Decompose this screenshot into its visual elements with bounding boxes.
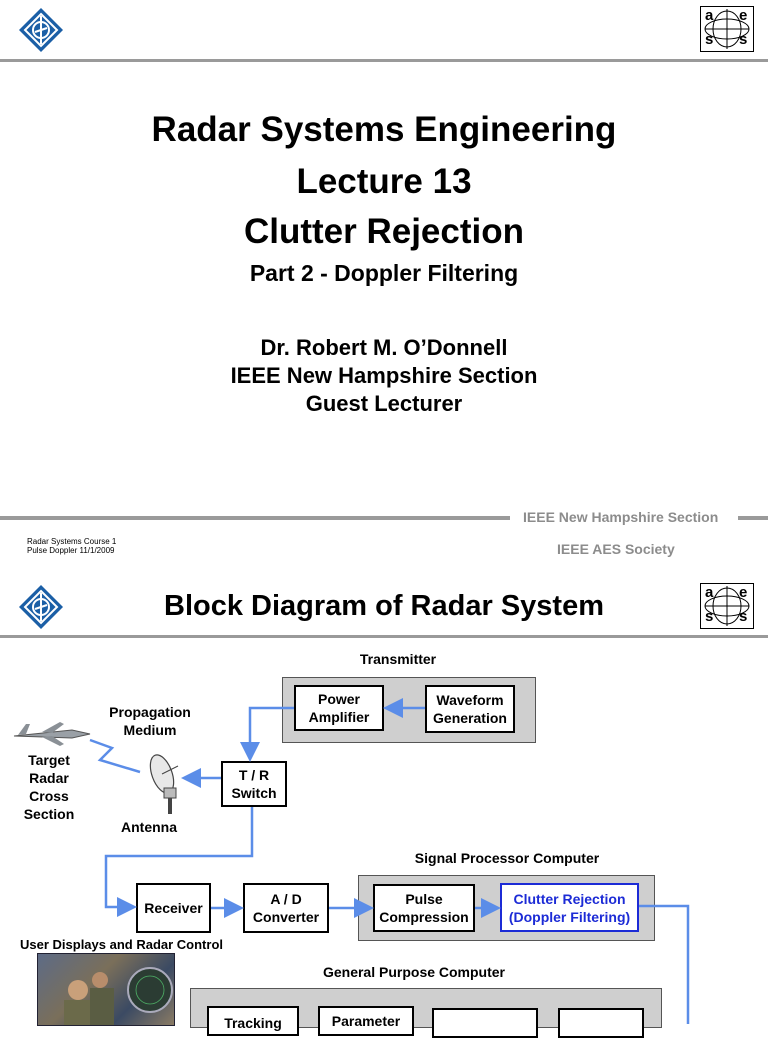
footer-course: Radar Systems Course 1 [27, 537, 117, 546]
signal-processor-label: Signal Processor Computer [414, 850, 600, 866]
box-text: Clutter Rejection [513, 890, 626, 907]
clutter-rejection-box: Clutter Rejection (Doppler Filtering) [500, 883, 639, 932]
aircraft-icon [13, 722, 91, 746]
title-line-2: Lecture 13 [296, 162, 472, 201]
box-text: Generation [433, 710, 507, 726]
transmitter-label: Transmitter [359, 651, 437, 667]
affiliation: IEEE New Hampshire Section [230, 363, 538, 388]
ieee-logo-icon [19, 8, 63, 52]
receiver-box: Receiver [136, 883, 211, 933]
label-line: Radar [29, 770, 69, 786]
box-text: Switch [231, 785, 277, 801]
tr-switch-box: T / R Switch [221, 761, 287, 807]
box-text: A / D [270, 891, 302, 907]
target-rcs-label: Target Radar Cross Section [10, 751, 88, 823]
ad-converter-box: A / D Converter [243, 883, 329, 933]
general-purpose-label: General Purpose Computer [322, 964, 506, 980]
label-line: Cross [29, 788, 69, 804]
aess-letter: a [705, 584, 714, 601]
header-rule [0, 59, 768, 62]
box-text: Amplifier [308, 709, 370, 725]
power-amplifier-box: Power Amplifier [294, 685, 384, 731]
waveform-generation-box: Waveform Generation [425, 685, 515, 733]
box-text: Waveform [436, 692, 504, 708]
footer-rule-left [0, 516, 510, 520]
footer-org-2: IEEE AES Society [557, 541, 675, 557]
label-line: Medium [123, 722, 177, 738]
footer-date: Pulse Doppler 11/1/2009 [27, 546, 115, 555]
title-line-1: Radar Systems Engineering [151, 110, 617, 149]
slide-2-title: Block Diagram of Radar System [164, 590, 604, 622]
aess-logo-icon: a e s s [700, 583, 754, 629]
box-text: T / R [238, 767, 270, 783]
box-text: Pulse [405, 891, 443, 907]
role: Guest Lecturer [305, 391, 463, 416]
control-room-photo [37, 953, 175, 1026]
propagation-medium-label: Propagation Medium [100, 703, 200, 739]
pulse-compression-box: Pulse Compression [373, 884, 475, 932]
aess-letter: a [705, 7, 714, 24]
aess-letter: s [739, 31, 748, 48]
user-displays-label: User Displays and Radar Control [20, 937, 223, 952]
aess-letter: s [705, 608, 714, 625]
label-line: Target [28, 752, 70, 768]
box-text: Power [317, 691, 360, 707]
subtitle: Part 2 - Doppler Filtering [249, 260, 519, 286]
antenna-label: Antenna [121, 819, 177, 835]
footer-org-1: IEEE New Hampshire Section [523, 509, 719, 525]
ieee-logo-icon [19, 585, 63, 629]
footer-rule-right [738, 516, 768, 520]
box-text: Compression [379, 909, 469, 925]
aess-letter: s [739, 608, 748, 625]
label-line: Section [23, 806, 75, 822]
author: Dr. Robert M. O’Donnell [260, 335, 508, 360]
aess-letter: e [739, 584, 748, 601]
aess-letter: e [739, 7, 748, 24]
box-text: (Doppler Filtering) [508, 908, 631, 925]
label-line: Propagation [109, 704, 191, 720]
aess-logo-icon: a e s s [700, 6, 754, 52]
antenna-icon [149, 754, 179, 814]
aess-letter: s [705, 31, 714, 48]
header-rule [0, 635, 768, 638]
box-text: Converter [252, 909, 320, 925]
title-line-3: Clutter Rejection [243, 212, 525, 251]
